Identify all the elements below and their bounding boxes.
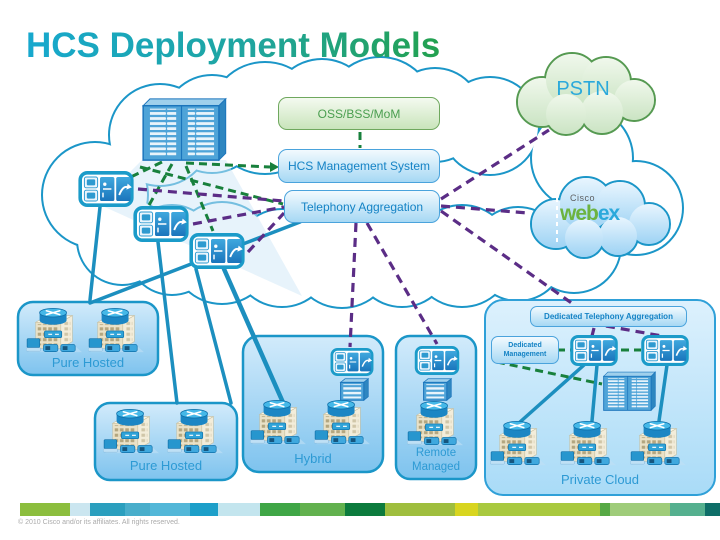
dedicated-telephony-aggregation-box: Dedicated Telephony Aggregation xyxy=(530,306,687,327)
stripe-segment xyxy=(218,503,260,516)
purple-telephony-links xyxy=(137,128,663,348)
pstn-cloud xyxy=(516,52,656,136)
server-rack-icon xyxy=(340,378,369,401)
gateway-icon xyxy=(641,335,689,366)
stripe-segment xyxy=(125,503,150,516)
stripe-segment xyxy=(705,503,720,516)
oss-bss-mom-box: OSS/BSS/MoM xyxy=(278,97,440,130)
stripe-segment xyxy=(90,503,125,516)
remote-managed-label: Remote Managed xyxy=(412,447,460,474)
server-rack-icon xyxy=(423,378,452,401)
stripe-segment xyxy=(670,503,705,516)
webex-cloud xyxy=(530,176,671,259)
stripe-segment xyxy=(455,503,478,516)
stripe-segment xyxy=(345,503,385,516)
stripe-segment xyxy=(150,503,190,516)
stripe-segment xyxy=(70,503,90,516)
stripe-segment xyxy=(385,503,455,516)
telephony-aggregation-box: Telephony Aggregation xyxy=(284,190,440,223)
gateway-icon xyxy=(330,348,374,376)
footer-stripe xyxy=(20,503,720,516)
pstn-label: PSTN xyxy=(556,78,610,100)
gateway-cluster-icon-2 xyxy=(135,208,187,240)
teal-access-links xyxy=(88,205,669,424)
zone-private-cloud xyxy=(484,299,716,496)
datacenter-rack-icon xyxy=(142,98,227,161)
page-title: HCS Deployment Models xyxy=(26,26,441,65)
hybrid-label: Hybrid xyxy=(294,451,332,466)
datacenter-beam xyxy=(98,160,302,296)
stripe-segment xyxy=(478,503,600,516)
stripe-segment xyxy=(190,503,218,516)
private-cloud-label: Private Cloud xyxy=(560,472,640,487)
gateway-icon xyxy=(570,335,618,366)
cisco-webex-logo: Cisco webex xyxy=(560,193,670,225)
webex-cisco-text: Cisco xyxy=(570,193,596,203)
gateway-icon xyxy=(414,346,460,375)
pure-hosted-1-label: Pure Hosted xyxy=(51,355,125,370)
dedicated-management-box: Dedicated Management xyxy=(491,336,559,364)
hcs-management-system-box: HCS Management System xyxy=(278,149,440,183)
stripe-segment xyxy=(610,503,670,516)
stripe-segment xyxy=(260,503,300,516)
stripe-segment xyxy=(20,503,70,516)
server-rack-icon xyxy=(603,371,656,411)
webex-ex-text: ex xyxy=(597,202,620,225)
gateway-cluster-icon-3 xyxy=(191,235,243,267)
pure-hosted-2-label: Pure Hosted xyxy=(129,458,203,473)
stripe-segment xyxy=(300,503,345,516)
green-arrowhead xyxy=(270,162,279,172)
copyright-text: © 2010 Cisco and/or its affiliates. All … xyxy=(18,519,180,526)
webex-web-text: web xyxy=(560,202,599,225)
stripe-segment xyxy=(600,503,610,516)
gateway-cluster-icon-1 xyxy=(80,173,132,205)
